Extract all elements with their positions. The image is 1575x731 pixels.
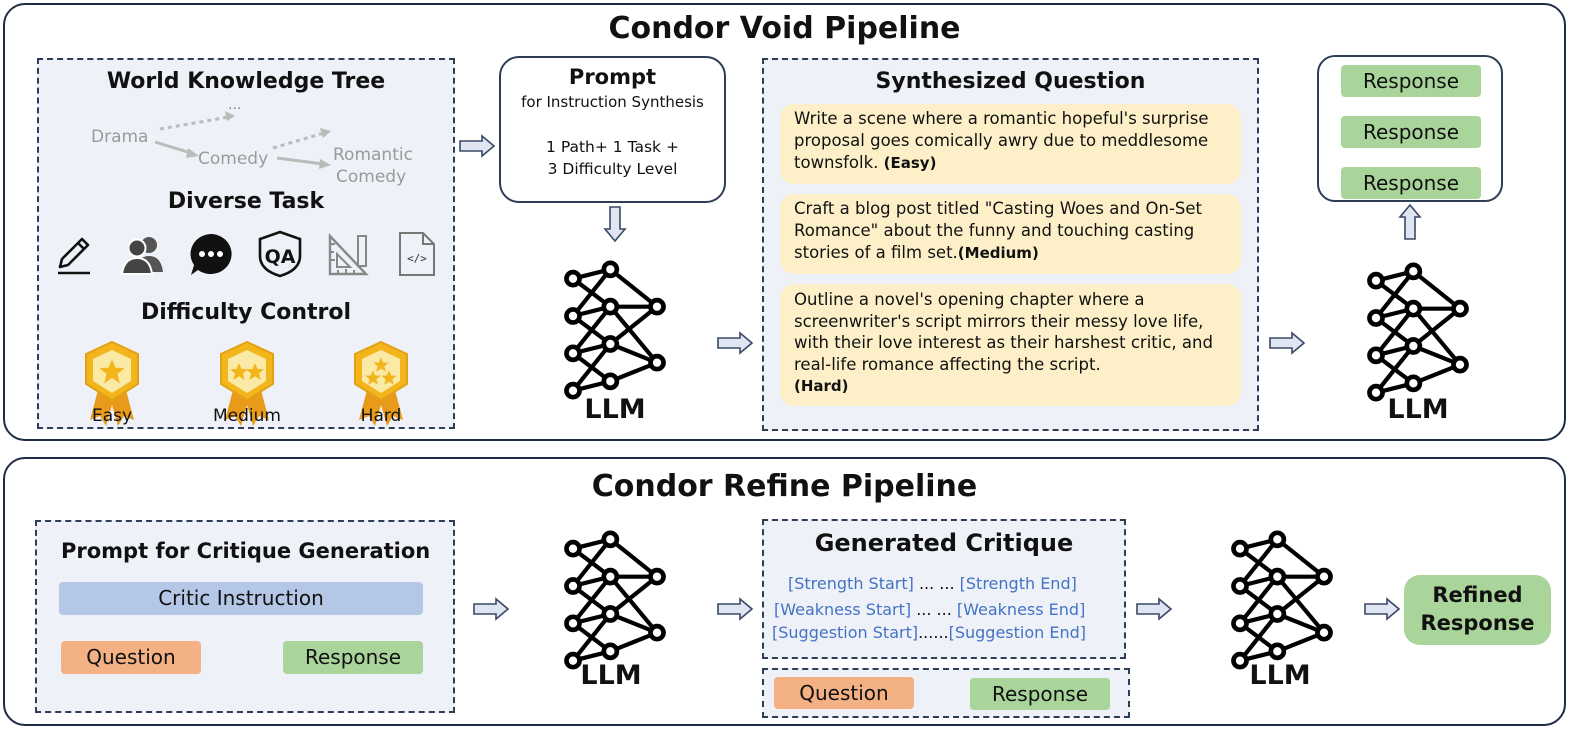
tree-node-romantic: Romantic	[333, 145, 413, 165]
question-pill: Question	[61, 641, 201, 674]
generated-critique-title: Generated Critique	[814, 529, 1074, 557]
pencil-icon	[58, 237, 90, 275]
question-easy-level: (Easy)	[883, 154, 937, 172]
llm-label: LLM	[1249, 660, 1311, 691]
question-hard: Outline a novel's opening chapter where …	[780, 284, 1241, 406]
question-hard-text: Outline a novel's opening chapter where …	[794, 290, 1213, 374]
strength-ellipsis: ... ...	[913, 574, 960, 593]
llm-network-icon	[555, 260, 675, 400]
tree-node-ellipsis: ...	[228, 96, 242, 113]
chat-icon	[190, 234, 232, 275]
responses-box: Response Response Response	[1317, 55, 1503, 202]
diverse-task-title: Diverse Task	[167, 189, 325, 214]
prompt-subtitle: for Instruction Synthesis	[521, 93, 704, 111]
knowledge-tree-title: World Knowledge Tree	[106, 69, 386, 94]
users-icon	[120, 237, 163, 275]
arrow-knowledge-to-prompt	[459, 135, 495, 157]
weakness-end-tag: [Weakness End]	[956, 600, 1086, 619]
response-pill: Response	[970, 678, 1110, 710]
arrow-prompt-to-llm	[604, 206, 626, 242]
response-pill: Response	[283, 641, 423, 674]
svg-text:</>: </>	[407, 252, 427, 265]
question-medium-text: Craft a blog post titled "Casting Woes a…	[794, 199, 1202, 262]
weakness-ellipsis: ... ...	[911, 600, 957, 619]
refine-pipeline-title: Condor Refine Pipeline	[591, 469, 978, 504]
tree-node-romantic-comedy: Comedy	[336, 167, 407, 187]
tree-edges	[154, 111, 331, 169]
arrow-prompt-to-llm	[473, 598, 509, 620]
critique-weakness-row: [Weakness Start] ... ... [Weakness End]	[774, 598, 1085, 622]
difficulty-hard-label: Hard	[360, 406, 402, 426]
arrow-critique-to-llm	[1136, 598, 1172, 620]
llm-network-icon	[1358, 262, 1478, 402]
suggestion-ellipsis: ......	[918, 623, 949, 642]
arrow-llm-to-refined	[1364, 598, 1400, 620]
response-pill: Response	[1341, 116, 1481, 148]
critique-inputs-panel: Question Response	[762, 668, 1130, 718]
llm-label: LLM	[1387, 394, 1449, 425]
llm-network-icon	[1222, 530, 1342, 670]
synthesized-title: Synthesized Question	[875, 69, 1146, 94]
critique-prompt-title: Prompt for Critique Generation	[61, 539, 431, 563]
strength-end-tag: [Strength End]	[959, 574, 1077, 593]
synthesized-panel: Synthesized Question Write a scene where…	[762, 58, 1259, 431]
refined-response-box: Refined Response	[1404, 575, 1551, 645]
critique-prompt-panel: Prompt for Critique Generation Critic In…	[35, 520, 455, 713]
tree-node-drama: Drama	[91, 127, 149, 147]
response-pill: Response	[1341, 167, 1481, 199]
difficulty-easy-label: Easy	[91, 406, 133, 426]
question-hard-level: (Hard)	[794, 377, 849, 395]
question-medium-level: (Medium)	[957, 244, 1039, 262]
critic-instruction-pill: Critic Instruction	[59, 582, 423, 615]
llm-label: LLM	[584, 394, 646, 425]
critique-strength-row: [Strength Start] ... ... [Strength End]	[788, 572, 1077, 596]
ruler-icon	[328, 232, 369, 276]
critique-suggestion-row: [Suggestion Start]......[Suggestion End]	[772, 621, 1086, 645]
llm-label: LLM	[580, 660, 642, 691]
llm-network-icon	[555, 530, 675, 670]
difficulty-title: Difficulty Control	[140, 300, 352, 325]
arrow-llm-to-responses	[1399, 204, 1421, 240]
question-easy: Write a scene where a romantic hopeful's…	[780, 104, 1241, 184]
arrow-llm-to-critique	[717, 598, 753, 620]
arrow-llm-to-questions	[717, 332, 753, 354]
refined-line2: Response	[1420, 611, 1535, 635]
arrow-questions-to-llm	[1269, 332, 1305, 354]
tree-node-comedy: Comedy	[198, 149, 269, 169]
knowledge-panel: World Knowledge Tree ... Drama Comedy Ro…	[37, 58, 455, 429]
difficulty-medium-label: Medium	[213, 406, 281, 426]
question-medium: Craft a blog post titled "Casting Woes a…	[780, 194, 1241, 274]
prompt-line2: 3 Difficulty Level	[547, 160, 678, 178]
suggestion-end-tag: [Suggestion End]	[948, 623, 1087, 642]
void-pipeline-title: Condor Void Pipeline	[608, 11, 961, 46]
refined-line1: Refined	[1432, 583, 1523, 607]
svg-text:QA: QA	[265, 246, 296, 268]
suggestion-start-tag: [Suggestion Start]	[772, 623, 919, 642]
question-easy-text: Write a scene where a romantic hopeful's…	[794, 109, 1209, 172]
response-pill: Response	[1341, 65, 1481, 97]
generated-critique-panel: Generated Critique [Strength Start] ... …	[762, 519, 1126, 659]
qa-icon: QA	[258, 230, 302, 278]
strength-start-tag: [Strength Start]	[788, 574, 914, 593]
question-pill: Question	[774, 677, 914, 709]
code-file-icon: </>	[399, 232, 435, 276]
prompt-box: Prompt for Instruction Synthesis 1 Path+…	[499, 56, 726, 203]
weakness-start-tag: [Weakness Start]	[774, 600, 912, 619]
prompt-line1: 1 Path+ 1 Task +	[546, 138, 679, 156]
prompt-title: Prompt	[568, 65, 657, 89]
